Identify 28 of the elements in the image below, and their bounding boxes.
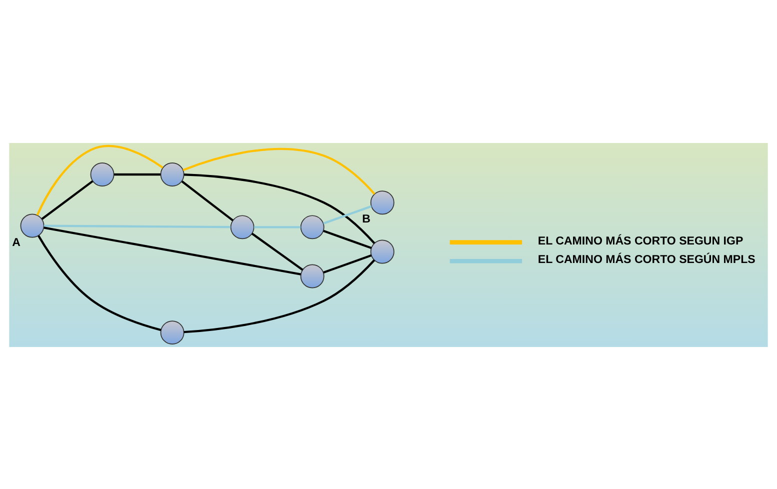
node-circle <box>230 214 254 239</box>
node-circle <box>160 320 184 344</box>
legend-label: EL CAMINO MÁS CORTO SEGÚN MPLS <box>538 254 756 266</box>
node-circle <box>90 162 114 186</box>
connector <box>36 144 164 216</box>
connector <box>44 226 301 275</box>
connector <box>38 234 162 331</box>
node-label: A <box>12 236 20 248</box>
connector <box>181 180 234 221</box>
connector <box>44 224 231 228</box>
node-circle <box>370 239 394 264</box>
node-circle <box>300 264 324 288</box>
connector <box>114 172 161 176</box>
connector <box>323 229 372 249</box>
node-circle <box>370 190 394 214</box>
legend-label: EL CAMINO MÁS CORTO SEGUN IGP <box>538 234 744 247</box>
connector <box>41 180 94 220</box>
node-circle <box>300 214 324 239</box>
connector <box>254 226 301 228</box>
connector <box>323 204 372 224</box>
node-circle <box>160 162 184 186</box>
connector <box>184 173 376 244</box>
connector <box>251 232 304 270</box>
node-label: B <box>362 213 370 226</box>
connector <box>182 147 376 194</box>
node-circle <box>20 213 44 238</box>
connector <box>184 258 376 333</box>
connector <box>323 254 372 274</box>
